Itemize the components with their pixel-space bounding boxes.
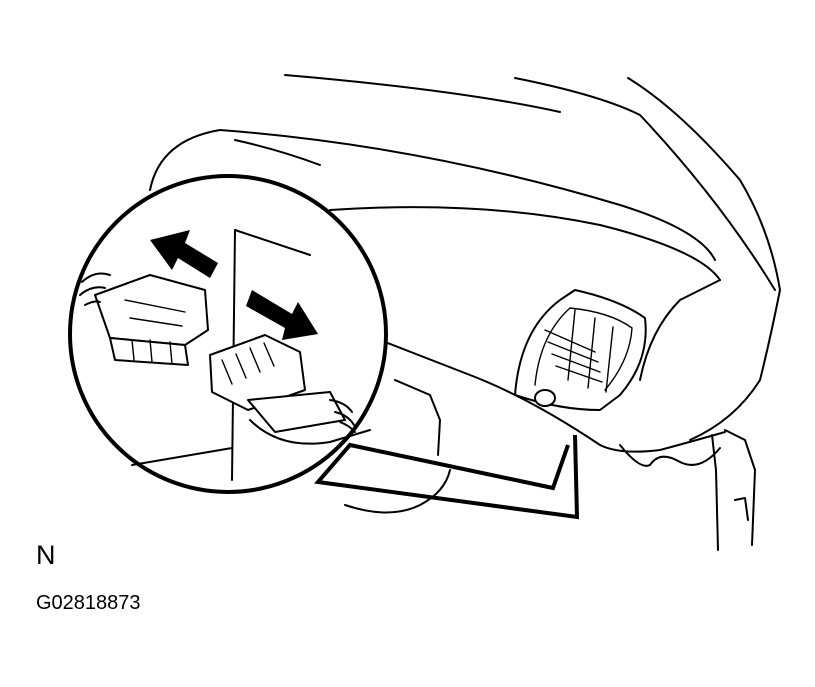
disconnect-arrow-icon xyxy=(150,230,218,278)
view-label: N xyxy=(36,540,56,570)
connector-detail-magnifier-icon xyxy=(68,174,388,494)
connector-location-icon xyxy=(514,289,647,411)
right-connector xyxy=(209,334,356,433)
figure-code: G02818873 xyxy=(36,592,141,614)
dashboard-panel-illustration xyxy=(149,74,781,551)
leader-line xyxy=(314,434,580,520)
connect-arrow-icon xyxy=(246,290,318,340)
left-connector xyxy=(79,272,209,366)
